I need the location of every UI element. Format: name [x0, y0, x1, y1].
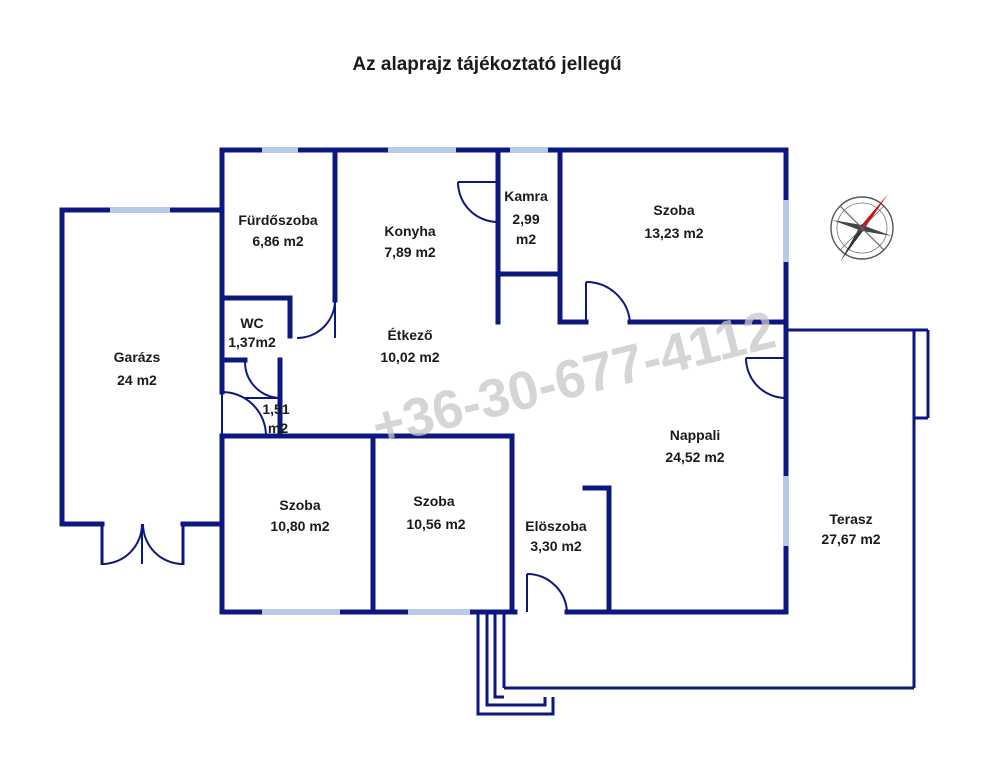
room-name: Szoba: [653, 202, 694, 218]
room-area: 1,37m2: [228, 334, 276, 350]
room-area: 10,56 m2: [406, 516, 465, 532]
room-name: Nappali: [670, 427, 721, 443]
room-area: 24 m2: [117, 372, 157, 388]
compass-icon: [830, 194, 894, 262]
room-area: 6,86 m2: [252, 233, 304, 249]
room-area: 27,67 m2: [821, 531, 880, 547]
windows: [262, 147, 789, 615]
room-name: Szoba: [413, 493, 454, 509]
room-area: 2,99: [512, 211, 539, 227]
room-label-kamra: Kamra 2,99 m2: [504, 188, 548, 247]
room-area: 10,02 m2: [380, 349, 439, 365]
room-name: Terasz: [829, 511, 872, 527]
room-area: 1,51: [262, 401, 289, 417]
room-label-wc: WC 1,37m2: [228, 315, 276, 350]
room-label-nappali: Nappali 24,52 m2: [665, 427, 724, 465]
room-label-szoba-ne: Szoba 13,23 m2: [644, 202, 703, 241]
room-name: WC: [240, 315, 263, 331]
room-area: 13,23 m2: [644, 225, 703, 241]
room-label-garazs: Garázs 24 m2: [114, 349, 161, 388]
room-label-szoba-s: Szoba 10,56 m2: [406, 493, 465, 532]
room-area: 24,52 m2: [665, 449, 724, 465]
room-name: Konyha: [384, 223, 436, 239]
room-label-kozlekedo: 1,51 m2: [262, 401, 289, 436]
room-area-unit: m2: [268, 420, 288, 436]
room-name: Elöszoba: [525, 518, 587, 534]
room-label-konyha: Konyha 7,89 m2: [384, 223, 436, 260]
room-area: 7,89 m2: [384, 244, 436, 260]
room-name: Garázs: [114, 349, 161, 365]
room-name: Fürdőszoba: [238, 212, 318, 228]
room-label-etkezo: Étkező 10,02 m2: [380, 327, 439, 365]
room-name: Kamra: [504, 188, 548, 204]
room-name: Szoba: [279, 497, 320, 513]
room-area: 3,30 m2: [530, 538, 582, 554]
room-area-unit: m2: [516, 231, 536, 247]
terrace: [476, 328, 930, 716]
garage-walls: [59, 207, 225, 565]
room-label-eloszoba: Elöszoba 3,30 m2: [525, 518, 587, 554]
room-name: Étkező: [387, 327, 432, 343]
room-label-terasz: Terasz 27,67 m2: [821, 511, 880, 547]
room-label-szoba-sw: Szoba 10,80 m2: [270, 497, 329, 534]
room-label-furdoszoba: Fürdőszoba 6,86 m2: [238, 212, 318, 249]
doors: [221, 181, 787, 613]
interior-walls: [219, 147, 789, 615]
page-title: Az alaprajz tájékoztató jellegű: [352, 54, 621, 75]
room-area: 10,80 m2: [270, 518, 329, 534]
